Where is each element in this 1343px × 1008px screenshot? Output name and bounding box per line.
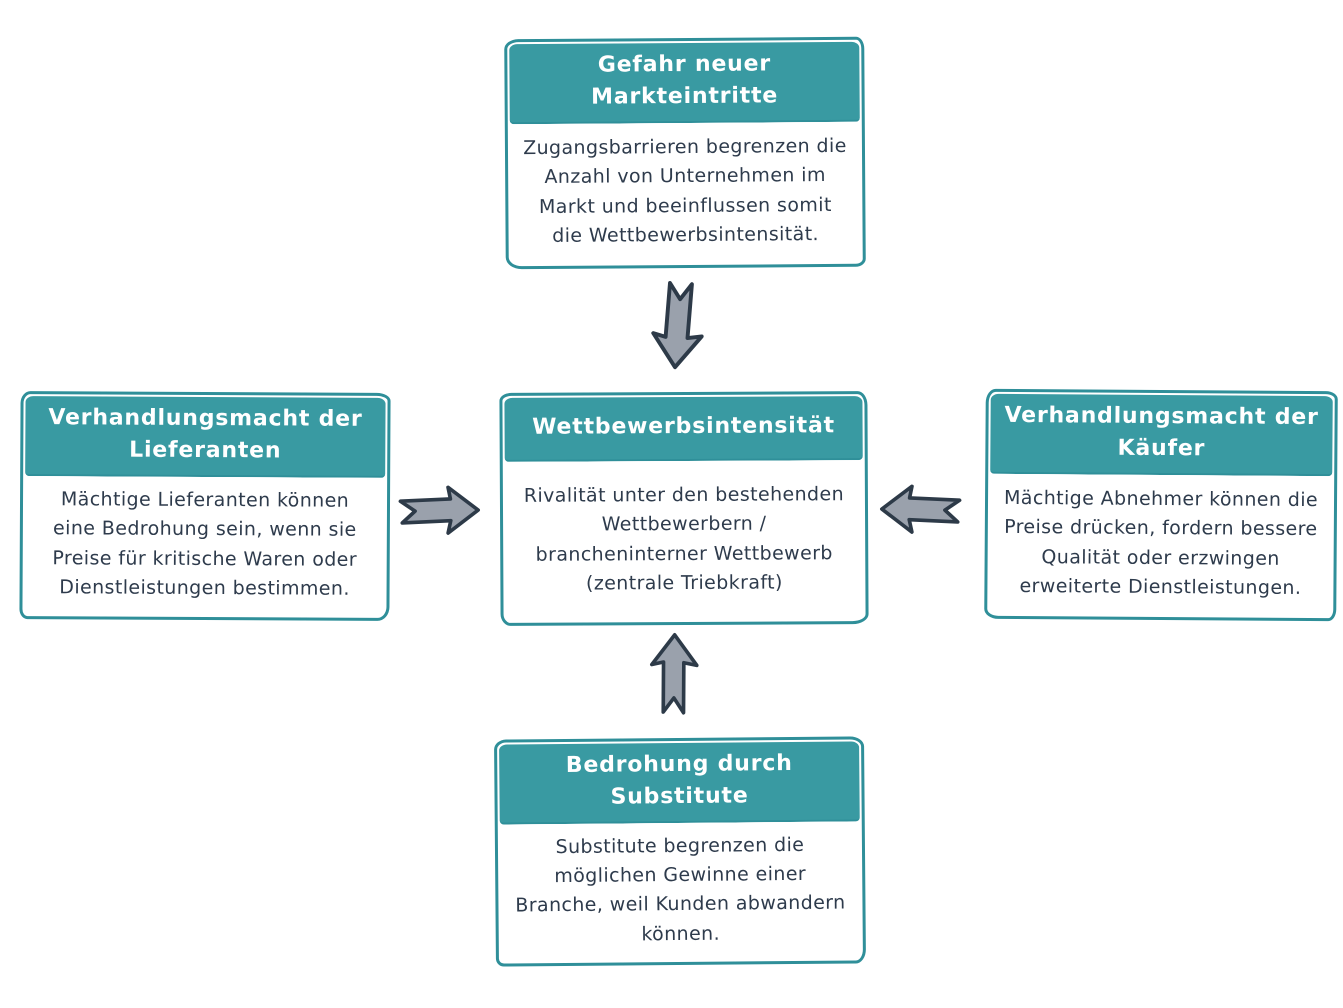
box-substitutes-title: Bedrohung durch Substitute — [499, 741, 860, 825]
arrow-right-icon — [393, 480, 486, 540]
box-buyers: Verhandlungsmacht der Käufer Mächtige Ab… — [984, 388, 1338, 622]
box-rivalry-title: Wettbewerbsintensität — [504, 396, 863, 462]
box-buyers-body: Mächtige Abnehmer können die Preise drüc… — [1003, 486, 1319, 600]
arrow-up-icon — [643, 625, 704, 723]
box-new-entrants: Gefahr neuer Markteintritte Zugangsbarri… — [504, 36, 866, 270]
box-substitutes-body: Substitute begrenzen die möglichen Gewin… — [515, 833, 846, 946]
box-new-entrants-title: Gefahr neuer Markteintritte — [509, 41, 860, 125]
box-substitutes: Bedrohung durch Substitute Substitute be… — [494, 736, 866, 967]
box-suppliers: Verhandlungsmacht der Lieferanten Mächti… — [19, 391, 391, 621]
box-buyers-title: Verhandlungsmacht der Käufer — [990, 393, 1333, 476]
box-new-entrants-body: Zugangsbarrieren begrenzen die Anzahl vo… — [523, 134, 847, 248]
arrow-down-icon — [643, 276, 714, 373]
box-rivalry-body: Rivalität unter den bestehenden Wettbewe… — [523, 482, 845, 595]
arrow-left-icon — [876, 479, 967, 539]
box-suppliers-title: Verhandlungsmacht der Lieferanten — [25, 396, 386, 478]
box-rivalry: Wettbewerbsintensität Rivalität unter de… — [499, 391, 869, 626]
box-suppliers-body: Mächtige Lieferanten können eine Bedrohu… — [52, 488, 358, 601]
